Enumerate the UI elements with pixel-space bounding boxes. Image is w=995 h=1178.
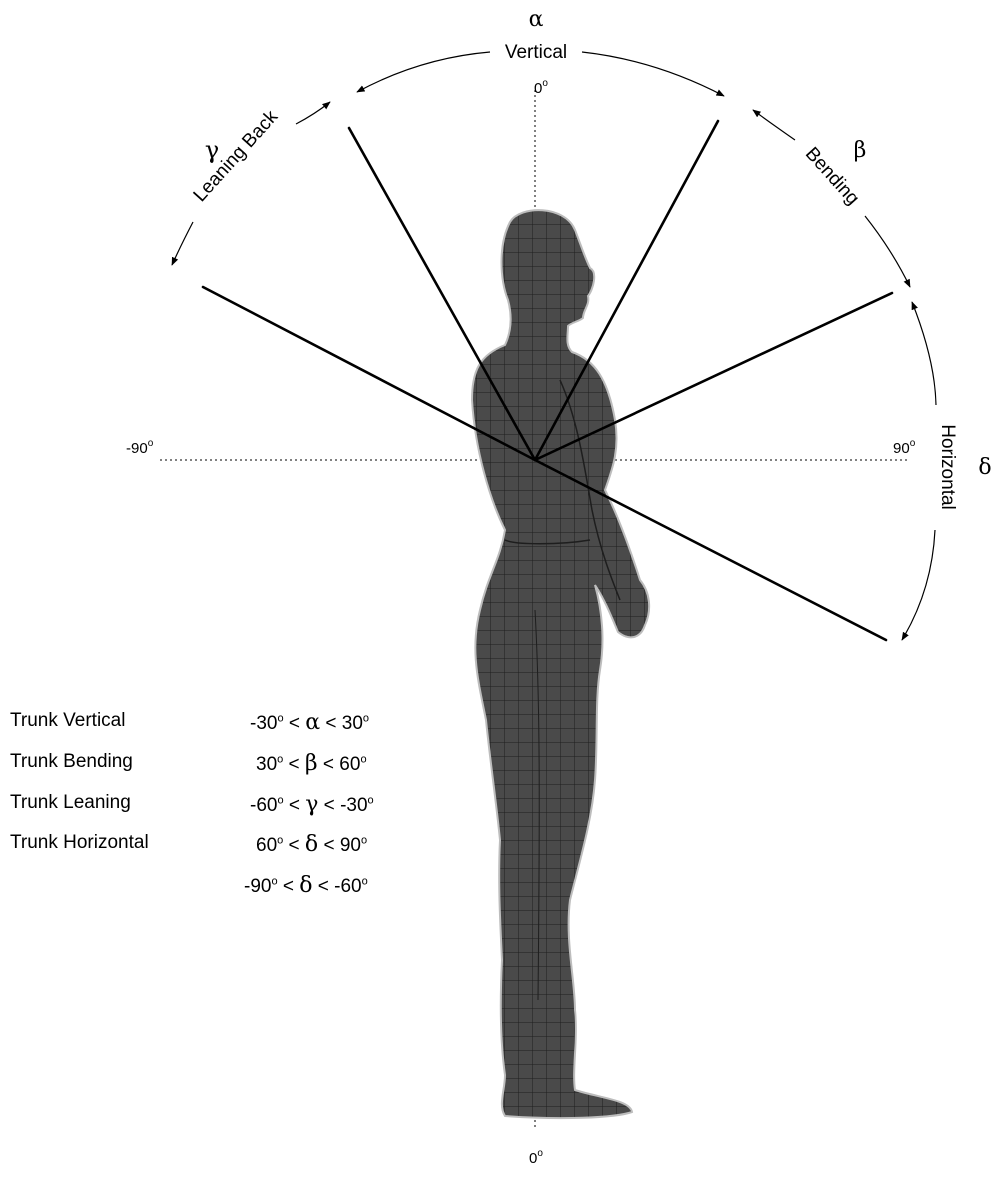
arc-horizontal-bottom — [902, 530, 935, 640]
arc-leaning-bottom — [172, 222, 193, 265]
horizontal-label: Horizontal — [937, 424, 958, 510]
deg-neg90: -90o — [126, 438, 154, 457]
gamma-symbol: γ — [205, 136, 219, 164]
arc-bending-top — [753, 110, 795, 140]
arc-bending-bottom — [865, 216, 910, 287]
arc-leaning-top — [296, 102, 330, 124]
leaning-back-label: Leaning Back — [190, 106, 283, 206]
beta-symbol: β — [854, 138, 867, 163]
deg-0-top: 0o — [534, 78, 548, 97]
arc-vertical-left — [357, 52, 490, 92]
arc-horizontal-top — [912, 302, 936, 405]
deg-90: 90o — [893, 438, 916, 457]
delta-symbol: δ — [978, 455, 991, 480]
arc-vertical-right — [582, 52, 724, 96]
alpha-symbol: α — [529, 7, 544, 32]
human-figure — [472, 210, 649, 1118]
deg-0-bottom: 0o — [529, 1148, 543, 1167]
vertical-label: Vertical — [505, 42, 567, 63]
